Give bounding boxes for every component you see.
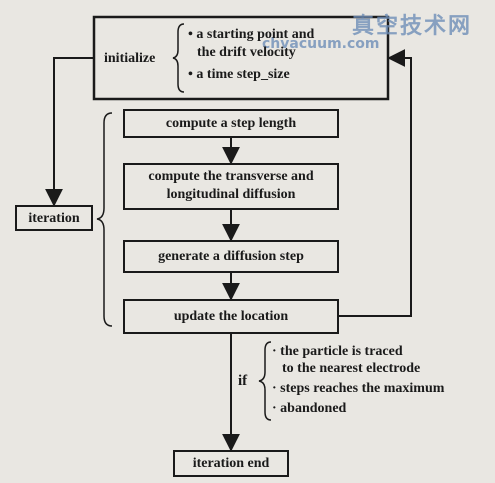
condition-item-1: · the particle is traced: [272, 344, 403, 359]
step-diffusion-label-1: compute the transverse and: [148, 169, 314, 184]
initialize-item-3: • a time step_size: [188, 67, 290, 82]
initialize-label: initialize: [104, 51, 156, 66]
watermark-url: chvacuum.com: [262, 36, 380, 52]
condition-if-label: if: [238, 373, 248, 389]
initialize-item-2: the drift velocity: [197, 45, 296, 60]
watermark-cn: 真空技术网: [352, 14, 473, 39]
iteration-brace: [96, 112, 113, 327]
condition-item-2: to the nearest electrode: [282, 361, 421, 376]
step-diffusion-label-2: longitudinal diffusion: [166, 187, 296, 202]
step-update-label: update the location: [173, 309, 289, 324]
iteration-label: iteration: [28, 211, 80, 226]
condition-item-4: · abandoned: [272, 401, 347, 416]
initialize-brace: [172, 23, 185, 93]
end-label: iteration end: [192, 456, 270, 471]
step-length-label: compute a step length: [165, 116, 297, 131]
step-generate-label: generate a diffusion step: [158, 249, 304, 264]
initialize-item-1: • a starting point and: [188, 27, 315, 42]
condition-item-3: · steps reaches the maximum: [272, 381, 445, 396]
arrow-initialize-to-iteration: [45, 57, 94, 207]
condition-brace: [258, 341, 272, 421]
arrow-update-loop-back: [338, 49, 412, 317]
